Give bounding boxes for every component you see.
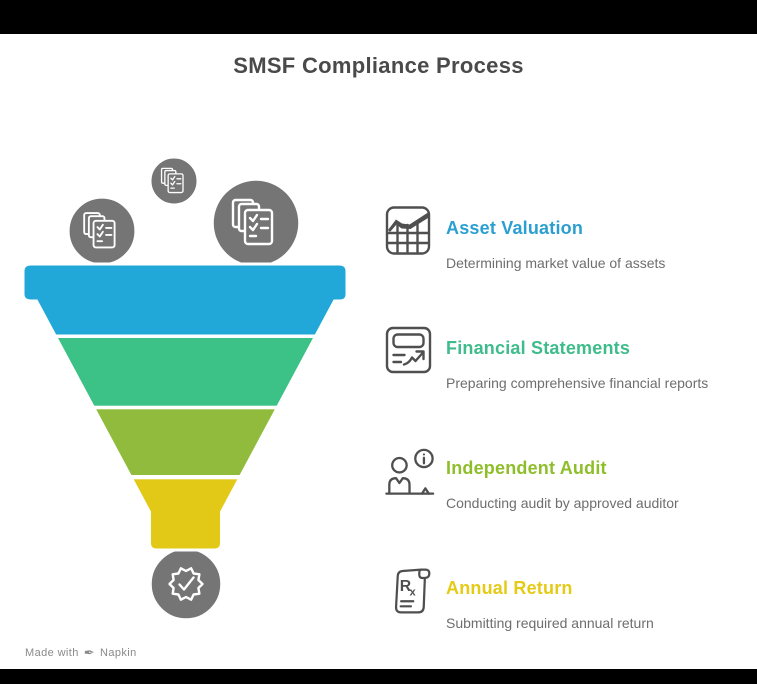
step-description: Conducting audit by approved auditor bbox=[446, 495, 679, 511]
bottom-black-bar bbox=[0, 669, 757, 684]
auditor-person-icon bbox=[385, 448, 435, 495]
step-annual-return: R x Annual Return Submitting required an… bbox=[383, 558, 753, 670]
verified-badge-icon bbox=[168, 567, 204, 601]
top-black-bar bbox=[0, 0, 757, 34]
funnel bbox=[21, 262, 349, 552]
area-chart-icon bbox=[385, 206, 431, 255]
result-circle bbox=[148, 546, 224, 622]
rx-scroll-icon: R x bbox=[394, 568, 431, 614]
page-title: SMSF Compliance Process bbox=[233, 53, 524, 78]
documents-stack-icon bbox=[83, 212, 116, 249]
svg-text:x: x bbox=[410, 587, 417, 599]
step-description: Submitting required annual return bbox=[446, 615, 654, 631]
step-title: Annual Return bbox=[446, 578, 573, 598]
funnel-outline bbox=[21, 262, 349, 552]
funnel-segment-4 bbox=[23, 479, 347, 550]
made-with-label: Made with bbox=[25, 646, 79, 659]
made-with-napkin: Made with ✒ Napkin bbox=[25, 646, 137, 659]
svg-text:R: R bbox=[400, 578, 412, 595]
step-independent-audit: Independent Audit Conducting audit by ap… bbox=[383, 438, 753, 550]
badge-circle bbox=[148, 546, 224, 622]
doc-circle-small bbox=[148, 155, 200, 207]
document-circles bbox=[66, 155, 302, 269]
financial-report-icon bbox=[385, 326, 432, 374]
documents-stack-icon bbox=[160, 167, 184, 194]
step-financial-statements: Financial Statements Preparing comprehen… bbox=[383, 318, 753, 430]
step-title: Asset Valuation bbox=[446, 218, 584, 238]
funnel-segment-3 bbox=[23, 409, 347, 475]
step-asset-valuation: Asset Valuation Determining market value… bbox=[383, 198, 753, 310]
step-description: Determining market value of assets bbox=[446, 255, 666, 271]
pen-nib-icon: ✒ bbox=[83, 645, 96, 660]
step-title: Independent Audit bbox=[446, 458, 607, 478]
napkin-brand-label: Napkin bbox=[100, 646, 137, 659]
doc-circle-left bbox=[66, 195, 138, 267]
step-title: Financial Statements bbox=[446, 338, 631, 358]
step-description: Preparing comprehensive financial report… bbox=[446, 375, 709, 391]
doc-circle-right bbox=[210, 177, 302, 269]
funnel-segment-1 bbox=[23, 264, 347, 335]
documents-stack-icon bbox=[231, 198, 274, 246]
funnel-segment-2 bbox=[23, 338, 347, 406]
